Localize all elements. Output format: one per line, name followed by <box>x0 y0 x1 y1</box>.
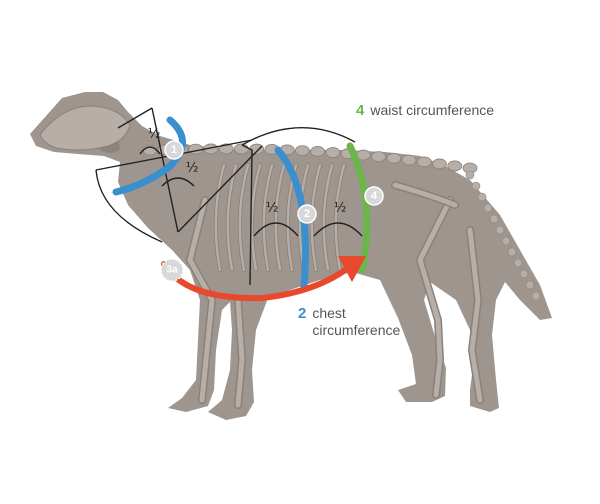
half-label-1: ½ <box>148 127 161 142</box>
half-label-4: ½ <box>334 201 347 216</box>
waist-measure-band <box>346 142 371 274</box>
neck-guide-curve <box>95 169 163 243</box>
neck-guide-line-upper <box>117 107 153 129</box>
neck-measure-band <box>112 116 186 196</box>
tail-vertebra <box>531 291 541 301</box>
rib-highlight <box>322 163 334 272</box>
vertebra <box>386 152 402 164</box>
skull-bone <box>39 105 131 151</box>
waist-callout-number: 4 <box>356 102 365 119</box>
badge-2-number: 2 <box>304 208 310 220</box>
rib-highlight <box>250 163 262 272</box>
limb-bone <box>417 197 453 398</box>
chest-guide-line <box>241 144 253 286</box>
badge-2: 2 <box>297 204 317 224</box>
rib-highlight <box>334 163 346 272</box>
tail-vertebra <box>471 181 481 191</box>
half-arc-2 <box>161 177 195 187</box>
tail-vertebra <box>507 247 517 257</box>
chest-callout-line1: chest <box>312 305 346 321</box>
half-label-3: ½ <box>266 201 279 216</box>
badge-1: 1 <box>164 140 184 160</box>
rib-highlight <box>238 163 250 272</box>
vertebra <box>432 158 447 170</box>
tail-vertebra <box>495 225 505 235</box>
waist-callout: 4 waist circumference <box>356 102 494 119</box>
chest-callout-number: 2 <box>298 305 307 322</box>
half-arc-3 <box>253 222 299 237</box>
limb-bone <box>467 227 483 403</box>
vertebra <box>188 143 204 155</box>
waist-callout-label: waist circumference <box>370 102 495 118</box>
vertebra <box>234 143 249 155</box>
chest-callout-line2: circumference <box>312 322 401 338</box>
shoulder-diagonal-guide <box>177 145 263 233</box>
chest-measure-band <box>274 146 309 290</box>
rib-highlight <box>262 163 274 272</box>
badge-1-number: 1 <box>171 144 177 156</box>
vertebra <box>401 154 417 166</box>
tail-vertebra <box>513 258 523 268</box>
vertebra <box>294 145 310 156</box>
chest-callout: 2 chest circumference <box>298 305 400 339</box>
half-label-2: ½ <box>186 161 199 176</box>
half-arc-4 <box>313 222 363 237</box>
limb-bone <box>392 182 458 208</box>
badge-3a-number: 3a <box>166 265 178 276</box>
length-measure-arrow <box>161 261 355 302</box>
badge-4: 4 <box>364 186 384 206</box>
limb-bones <box>186 181 484 409</box>
vertebra <box>325 147 341 158</box>
tail-vertebra <box>477 192 487 202</box>
badge-3a: 3a <box>160 258 184 282</box>
tail-vertebra <box>525 280 535 290</box>
tail-vertebra <box>501 236 511 246</box>
vertebra <box>371 151 386 163</box>
limb-bone <box>235 297 245 408</box>
half-arc-1 <box>139 146 161 155</box>
vertebra <box>416 156 432 168</box>
badge-4-number: 4 <box>371 190 378 202</box>
vertebra <box>447 160 463 172</box>
tail-vertebra <box>483 203 493 213</box>
tail-vertebra <box>465 170 475 180</box>
arrowhead-icon <box>338 256 366 282</box>
rib-highlight <box>274 163 286 272</box>
vertebra <box>310 146 326 157</box>
limb-bone <box>187 197 215 403</box>
tail-vertebra <box>519 269 529 279</box>
tail-vertebra <box>489 214 499 224</box>
back-arch-guide <box>241 127 356 146</box>
rib-highlight <box>214 163 226 272</box>
